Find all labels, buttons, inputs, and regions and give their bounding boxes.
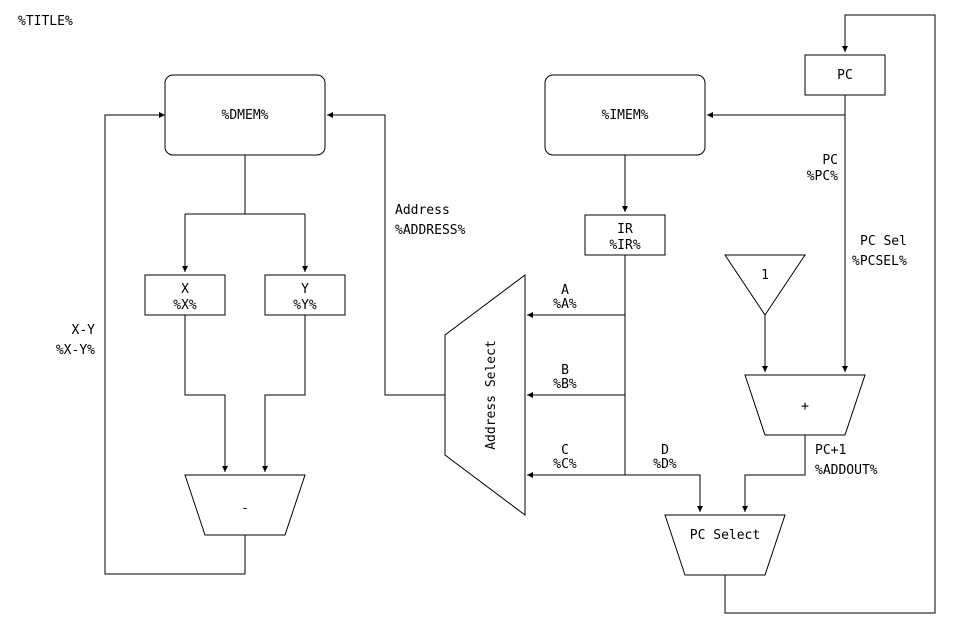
dmem-block: %DMEM% (164, 74, 326, 156)
imem-label: %IMEM% (602, 108, 649, 123)
x-register-value: %X% (173, 298, 197, 313)
address-select-mux: Address Select (444, 274, 526, 516)
pc-select-label: PC Select (690, 528, 760, 543)
pc-register: PC (804, 54, 886, 96)
x-register-label: X (181, 282, 189, 297)
y-register-label: Y (301, 282, 309, 297)
signal-pc-value: %PC% (807, 169, 838, 184)
signal-d-label: D (661, 443, 669, 458)
ir-register-label: IR (617, 222, 633, 237)
wire-y-to-sub (262, 315, 306, 472)
signal-b-label: B (561, 363, 569, 378)
address-select-label: Address Select (484, 340, 499, 450)
wire-address-to-dmem (327, 112, 445, 396)
signal-pc-label: PC (822, 153, 838, 168)
imem-block: %IMEM% (544, 74, 706, 156)
signal-c-value: %C% (553, 457, 577, 472)
signal-c-label: C (561, 443, 569, 458)
x-register: X %X% (144, 274, 226, 316)
constant-one-label: 1 (761, 268, 769, 283)
dmem-label: %DMEM% (222, 108, 269, 123)
address-label: Address (395, 203, 450, 218)
adder-unit-label: + (801, 399, 809, 414)
wire-x-to-sub (184, 315, 228, 472)
signal-d-value: %D% (653, 457, 677, 472)
signal-a-label: A (561, 283, 569, 298)
adder-unit: + (744, 374, 866, 436)
signal-a-value: %A% (553, 297, 577, 312)
address-value: %ADDRESS% (395, 223, 466, 238)
ir-register: IR %IR% (584, 214, 666, 256)
y-register: Y %Y% (264, 274, 346, 316)
y-register-value: %Y% (293, 298, 317, 313)
x-minus-y-value: %X-Y% (56, 343, 95, 358)
pc-select-mux: PC Select (664, 514, 786, 576)
pc-sel-label: PC Sel (860, 234, 907, 249)
pc-plus-one-value: %ADDOUT% (815, 463, 878, 478)
wire-sub-to-dmem (104, 112, 246, 575)
constant-one: 1 (724, 254, 806, 316)
subtract-unit: - (184, 474, 306, 536)
pc-register-label: PC (837, 68, 853, 83)
wire-d (625, 474, 703, 512)
x-minus-y-label: X-Y (72, 323, 96, 338)
wire-adder-to-pcselect (742, 435, 806, 512)
signal-b-value: %B% (553, 377, 577, 392)
wire-pc-loop (724, 14, 936, 614)
subtract-unit-label: - (241, 501, 249, 516)
pc-plus-one-label: PC+1 (815, 443, 846, 458)
wire-to-x (185, 213, 305, 272)
pc-sel-value: %PCSEL% (852, 254, 907, 269)
diagram-title: %TITLE% (18, 14, 73, 29)
ir-register-value: %IR% (609, 238, 640, 253)
